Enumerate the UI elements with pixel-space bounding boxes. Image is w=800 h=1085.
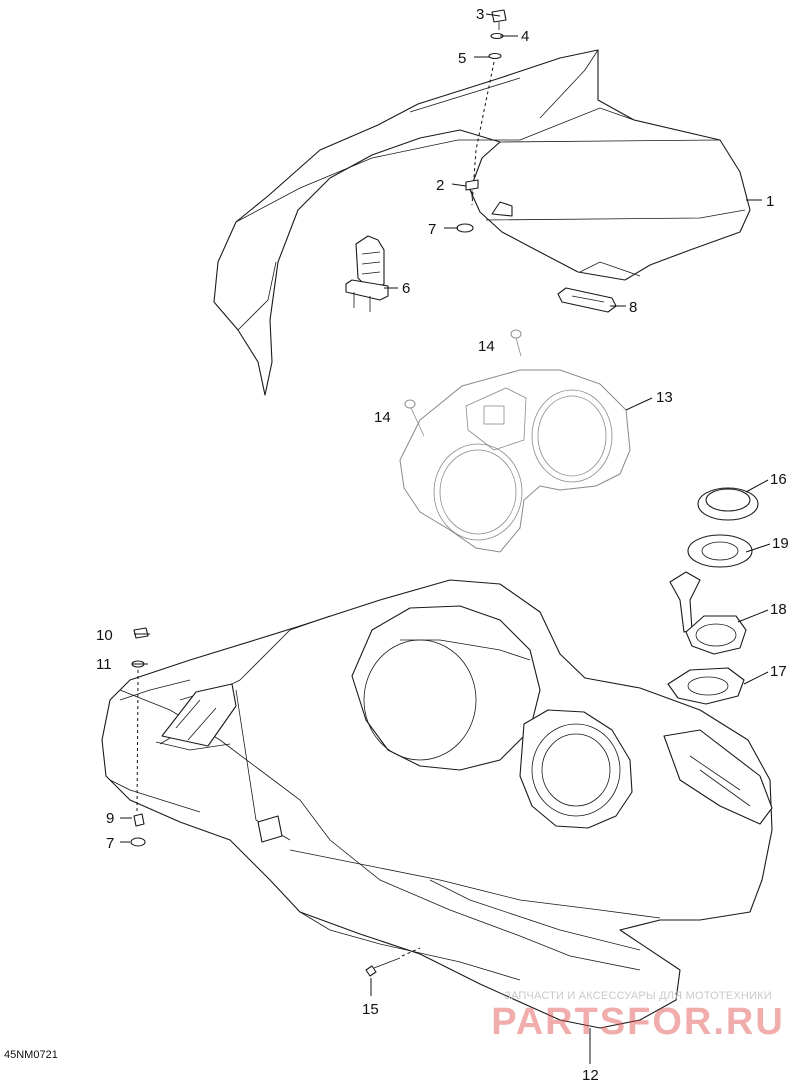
callout-7a: 7 <box>428 221 436 238</box>
callouts: 3 <box>476 6 484 23</box>
callout-14a: 14 <box>478 338 495 355</box>
ring-parts <box>667 487 759 705</box>
callout-2: 2 <box>436 177 444 194</box>
callout-17: 17 <box>770 663 787 680</box>
callout-16: 16 <box>770 471 787 488</box>
watermark-brand: PARTSFOR.RU <box>491 1001 785 1043</box>
part-8-clip <box>557 287 617 313</box>
callout-12: 12 <box>582 1067 599 1084</box>
hardware-upper <box>456 9 507 233</box>
part-1-console-cover <box>213 49 751 396</box>
callout-6: 6 <box>402 280 410 297</box>
callout-10: 10 <box>96 627 113 644</box>
callout-7b: 7 <box>106 835 114 852</box>
callout-18: 18 <box>770 601 787 618</box>
callout-5: 5 <box>458 50 466 67</box>
watermark-tagline: ЗАПЧАСТИ И АКСЕССУАРЫ ДЛЯ МОТОТЕХНИКИ <box>504 990 772 1002</box>
callout-3: 3 <box>476 6 484 23</box>
callout-19: 19 <box>772 535 789 552</box>
callouts-all: 4 5 1 2 7 6 8 14 13 14 16 19 18 17 10 11… <box>96 28 789 1084</box>
watermark: ЗАПЧАСТИ И АКСЕССУАРЫ ДЛЯ МОТОТЕХНИКИ PA… <box>488 990 788 1042</box>
part-12-lower-console <box>101 579 773 1029</box>
part-13-gauge-housing <box>399 369 631 553</box>
hardware-lower-left <box>130 627 149 847</box>
screw-15 <box>365 947 421 977</box>
callout-11: 11 <box>96 656 112 673</box>
callout-15: 15 <box>362 1001 379 1018</box>
callout-13: 13 <box>656 389 673 406</box>
callout-8: 8 <box>629 299 637 316</box>
fasteners-14 <box>404 329 522 437</box>
callout-9: 9 <box>106 810 114 827</box>
callout-14b: 14 <box>374 409 391 426</box>
reference-code: 45NM0721 <box>4 1049 58 1061</box>
part-6-connector <box>345 235 389 312</box>
callout-1: 1 <box>766 193 774 210</box>
leader-lines <box>120 13 771 1064</box>
callout-4: 4 <box>521 28 529 45</box>
